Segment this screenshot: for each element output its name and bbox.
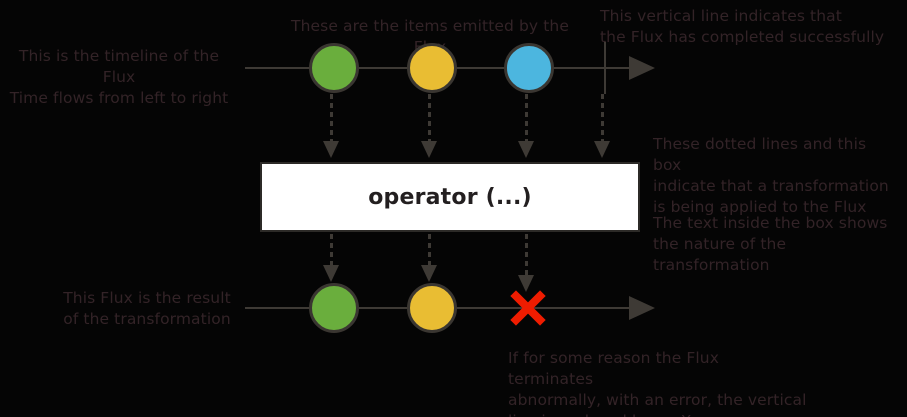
connector-arrow-6-icon <box>421 265 437 282</box>
annotation-timeline: This is the timeline of the Flux Time fl… <box>9 47 229 107</box>
annotation-result: This Flux is the result of the transform… <box>63 289 231 328</box>
annotation-completion: This vertical line indicates that the Fl… <box>600 7 885 46</box>
error-x-icon <box>506 286 550 330</box>
connector-line-5 <box>330 234 333 266</box>
annotation-transformation: These dotted lines and this box indicate… <box>653 135 889 216</box>
source-marble-yellow <box>407 43 457 93</box>
operator-box[interactable]: operator (...) <box>260 162 640 232</box>
source-marble-blue <box>504 43 554 93</box>
connector-arrow-3-icon <box>518 141 534 158</box>
source-timeline-arrow-icon <box>629 56 655 80</box>
connector-line-2 <box>428 94 431 142</box>
connector-arrow-4-icon <box>594 141 610 158</box>
result-marble-yellow <box>407 283 457 333</box>
connector-line-6 <box>428 234 431 266</box>
annotation-error: If for some reason the Flux terminates a… <box>508 349 807 417</box>
connector-line-7 <box>525 234 528 276</box>
connector-line-1 <box>330 94 333 142</box>
connector-arrow-7-icon <box>518 275 534 292</box>
connector-line-3 <box>525 94 528 142</box>
connector-arrow-2-icon <box>421 141 437 158</box>
connector-arrow-1-icon <box>323 141 339 158</box>
operator-label: operator (...) <box>368 184 532 210</box>
result-marble-green <box>309 283 359 333</box>
result-timeline-arrow-icon <box>629 296 655 320</box>
annotation-box-text: The text inside the box shows the nature… <box>653 214 888 274</box>
completion-marker <box>604 42 606 94</box>
connector-line-4 <box>601 94 604 142</box>
connector-arrow-5-icon <box>323 265 339 282</box>
source-marble-green <box>309 43 359 93</box>
